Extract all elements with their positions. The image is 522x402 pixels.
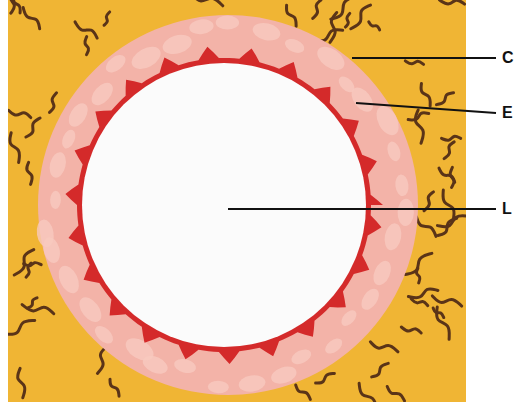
smooth-muscle-cell — [251, 20, 282, 43]
tissue-fibre — [110, 379, 119, 396]
tissue-fibre — [27, 162, 32, 184]
tissue-fibre — [191, 0, 223, 6]
tissue-fibre — [85, 37, 89, 55]
tissue-fibre — [50, 93, 57, 113]
tissue-fibre — [345, 13, 349, 27]
tissue-fibre — [432, 296, 461, 306]
tissue-section — [8, 0, 466, 402]
smooth-muscle-cell — [75, 293, 106, 326]
tissue-fibre — [296, 385, 311, 400]
leader-line — [352, 57, 496, 59]
smooth-muscle-cell — [128, 42, 164, 73]
tissue-fibre — [369, 22, 380, 30]
tissue-fibre — [443, 190, 454, 219]
smooth-muscle-cell — [347, 84, 377, 116]
smooth-muscle-cell — [208, 380, 229, 393]
wall-cells — [35, 15, 415, 393]
smooth-muscle-cell — [65, 100, 92, 130]
leader-line — [228, 208, 496, 210]
tissue-fibre — [359, 383, 377, 402]
tissue-fibre — [405, 61, 423, 65]
smooth-muscle-cell — [394, 174, 409, 197]
tissue-fibre — [8, 321, 35, 335]
smooth-muscle-cell — [103, 52, 129, 76]
smooth-muscle-cell — [47, 150, 68, 179]
smooth-muscle-cell — [173, 357, 198, 375]
callout-letter: E — [502, 105, 513, 121]
connective-tissue — [8, 0, 466, 402]
smooth-muscle-cell — [358, 286, 383, 313]
vessel-wall — [38, 15, 418, 395]
tissue-fibre — [387, 386, 404, 400]
smooth-muscle-cell — [382, 222, 403, 252]
smooth-muscle-cell — [55, 263, 83, 297]
smooth-muscle-cell — [397, 199, 414, 227]
tissue-fibre — [408, 113, 429, 120]
tissue-fibre — [401, 327, 421, 333]
smooth-muscle-cell — [372, 102, 403, 139]
leader-line — [356, 103, 496, 113]
tissue-fibre — [23, 7, 40, 28]
smooth-muscle-cell — [385, 140, 403, 163]
smooth-muscle-cell — [160, 31, 194, 57]
tissue-fibre — [440, 0, 465, 4]
tissue-fibre — [416, 268, 419, 283]
tissue-fibre — [351, 5, 371, 29]
smooth-muscle-cell — [322, 335, 345, 356]
smooth-muscle-cell — [92, 323, 117, 347]
tissue-fibre — [415, 110, 423, 143]
tissue-fibre — [9, 110, 31, 117]
tissue-fibre — [437, 216, 466, 227]
lumen — [82, 63, 366, 347]
smooth-muscle-cell — [50, 191, 61, 209]
smooth-muscle-cell — [59, 128, 77, 151]
smooth-muscle-cell — [35, 218, 56, 248]
tissue-fibre — [104, 12, 110, 25]
smooth-muscle-cell — [283, 36, 307, 55]
tissue-fibre — [444, 142, 454, 159]
smooth-muscle-cell — [188, 18, 214, 36]
smooth-muscle-cell — [238, 374, 267, 394]
tissue-fibre — [316, 373, 335, 383]
tissue-fibre — [313, 0, 321, 18]
tissue-fibre — [24, 263, 42, 266]
callout-letter: L — [502, 201, 512, 217]
tissue-fibre — [436, 93, 453, 105]
tissue-fibre — [18, 368, 25, 397]
smooth-muscle-cell — [216, 15, 239, 29]
tissue-fibre — [411, 299, 428, 306]
tissue-fibre — [331, 0, 356, 19]
tissue-fibres — [8, 0, 466, 402]
tissue-fibre — [286, 5, 296, 26]
leader-lines — [228, 58, 496, 209]
endothelium — [65, 47, 383, 364]
tissue-fibre — [433, 308, 444, 318]
tissue-fibre — [97, 347, 106, 374]
tissue-fibre — [416, 217, 436, 237]
smooth-muscle-cell — [289, 346, 314, 367]
tissue-fibre — [14, 0, 21, 13]
smooth-muscle-cell — [269, 363, 299, 386]
tissue-fibre — [421, 83, 430, 106]
callout-letter: C — [502, 50, 514, 66]
tissue-fibre — [10, 133, 20, 163]
smooth-muscle-cell — [87, 79, 116, 109]
tissue-fibre — [442, 136, 461, 140]
tissue-fibre — [450, 167, 454, 187]
tissue-fibre — [372, 363, 389, 376]
smooth-muscle-cell — [313, 42, 349, 75]
tissue-fibre — [28, 298, 38, 308]
tissue-fibre — [26, 118, 40, 137]
smooth-muscle-cell — [338, 307, 359, 328]
smooth-muscle-cell — [370, 258, 394, 288]
tissue-fibre — [370, 342, 398, 352]
tissue-fibre — [424, 192, 433, 211]
